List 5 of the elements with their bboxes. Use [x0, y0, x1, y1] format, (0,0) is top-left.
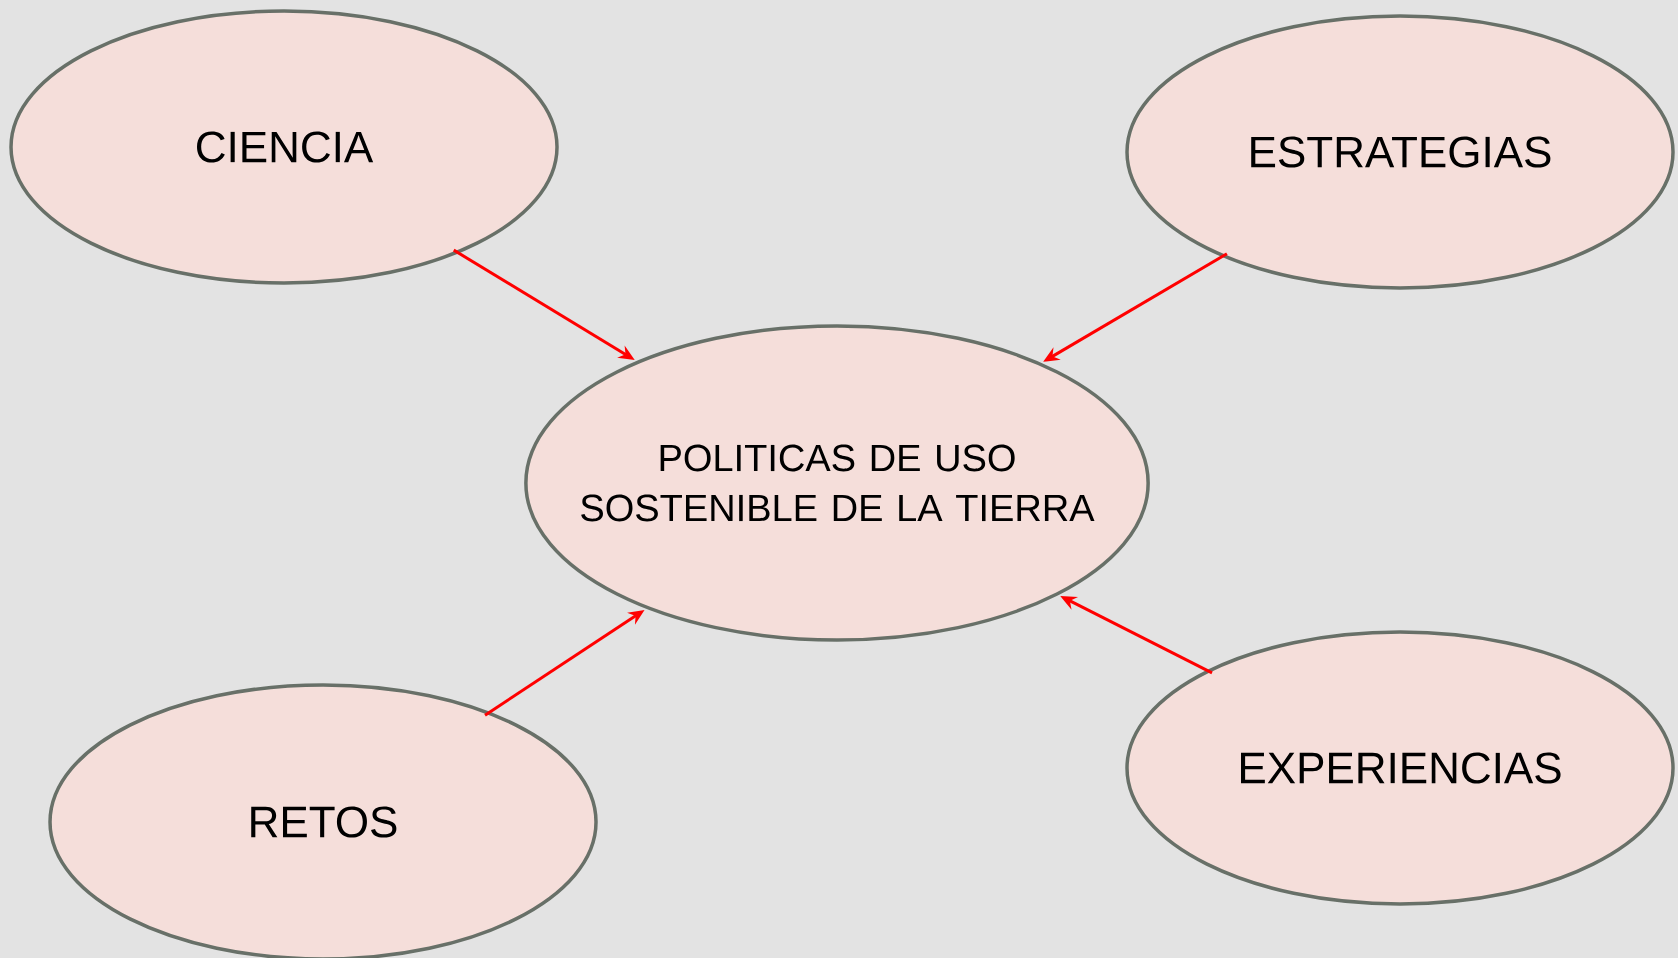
ellipse-node: RETOS: [48, 683, 598, 958]
ellipse-node: EXPERIENCIAS: [1125, 630, 1675, 906]
ellipse-node: POLITICAS DE USO SOSTENIBLE DE LA TIERRA: [524, 324, 1150, 642]
ellipse-node: CIENCIA: [9, 9, 559, 285]
ellipse-node: ESTRATEGIAS: [1125, 14, 1675, 290]
